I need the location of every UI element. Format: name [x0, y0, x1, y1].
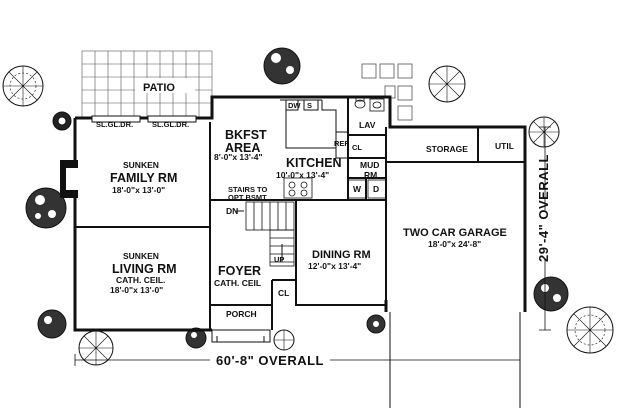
landscaping — [2, 47, 614, 366]
washer-label: W — [353, 184, 362, 194]
garage-label: TWO CAR GARAGE — [403, 227, 507, 239]
breakfast-dim: 8'-0"x 13'-4" — [214, 152, 263, 162]
util-label: UTIL — [495, 141, 514, 151]
tree-icon — [273, 329, 295, 351]
mud-room-label-2: RM — [364, 170, 377, 180]
mud-room-label-1: MUD — [360, 160, 379, 170]
fireplace-icon — [60, 160, 78, 198]
kitchen-dim: 10'-0"x 13'-4" — [276, 170, 329, 180]
living-room-ceil: CATH. CEIL. — [116, 275, 165, 285]
stairs-label-1: STAIRS TO — [228, 185, 267, 194]
dimension-lines — [74, 126, 551, 366]
kitchen-counters — [280, 99, 349, 159]
dining-room-label: DINING RM — [312, 249, 371, 261]
closet-label: CL — [352, 143, 362, 152]
shrub-icon — [263, 47, 301, 85]
dryer-label: D — [373, 184, 379, 194]
down-label: DN — [226, 206, 238, 216]
interior-walls — [75, 97, 525, 330]
living-room-label: LIVING RM — [112, 262, 177, 276]
garage-dim: 18'-0"x 24'-8" — [428, 239, 481, 249]
tree-icon — [428, 65, 466, 103]
tree-icon — [78, 330, 114, 366]
overall-depth-label: 29'-4" OVERALL — [536, 154, 551, 262]
overall-width-label: 60'-8" OVERALL — [216, 353, 324, 368]
family-room-label: FAMILY RM — [110, 171, 177, 185]
living-room-dim: 18'-0"x 13'-0" — [110, 285, 163, 295]
sliding-door-label-2: SL.GL.DR. — [152, 120, 189, 129]
breakfast-label-2: AREA — [225, 141, 260, 155]
dining-room-dim: 12'-0"x 13'-4" — [308, 261, 361, 271]
storage-label: STORAGE — [426, 144, 468, 154]
foyer-ceil: CATH. CEIL — [214, 278, 261, 288]
stairs — [236, 201, 295, 267]
sink-label: S — [307, 101, 312, 110]
shrub-icon — [37, 309, 67, 339]
shrub-icon — [533, 276, 569, 312]
tree-icon — [528, 116, 560, 148]
porch-label: PORCH — [226, 309, 257, 319]
kitchen-label: KITCHEN — [286, 156, 342, 170]
up-label: UP — [274, 255, 284, 264]
cooktop-icon — [283, 177, 313, 199]
patio-label: PATIO — [143, 82, 175, 94]
breakfast-label-1: BKFST — [225, 128, 267, 142]
sink-icon — [369, 98, 385, 112]
stairs-label-2: OPT BSMT — [228, 193, 267, 202]
foyer-closet-label: CL — [278, 288, 289, 298]
family-room-sub: SUNKEN — [123, 160, 159, 170]
dishwasher-label: DW — [288, 101, 301, 110]
lav-label: LAV — [359, 120, 376, 130]
shrub-icon — [52, 111, 72, 131]
tree-icon — [2, 65, 44, 107]
living-room-sub: SUNKEN — [123, 251, 159, 261]
shrub-icon — [366, 314, 386, 334]
shrub-icon — [25, 187, 67, 229]
family-room-dim: 18'-0"x 13'-0" — [112, 185, 165, 195]
exterior-walls — [73, 95, 527, 332]
stepping-stones — [361, 63, 413, 121]
sliding-door-label-1: SL.GL.DR. — [96, 120, 133, 129]
tree-icon — [566, 306, 614, 354]
refrigerator-label: REF — [334, 139, 349, 148]
toilet-icon — [354, 97, 366, 109]
foyer-label: FOYER — [218, 264, 261, 278]
shrub-icon — [185, 327, 207, 349]
